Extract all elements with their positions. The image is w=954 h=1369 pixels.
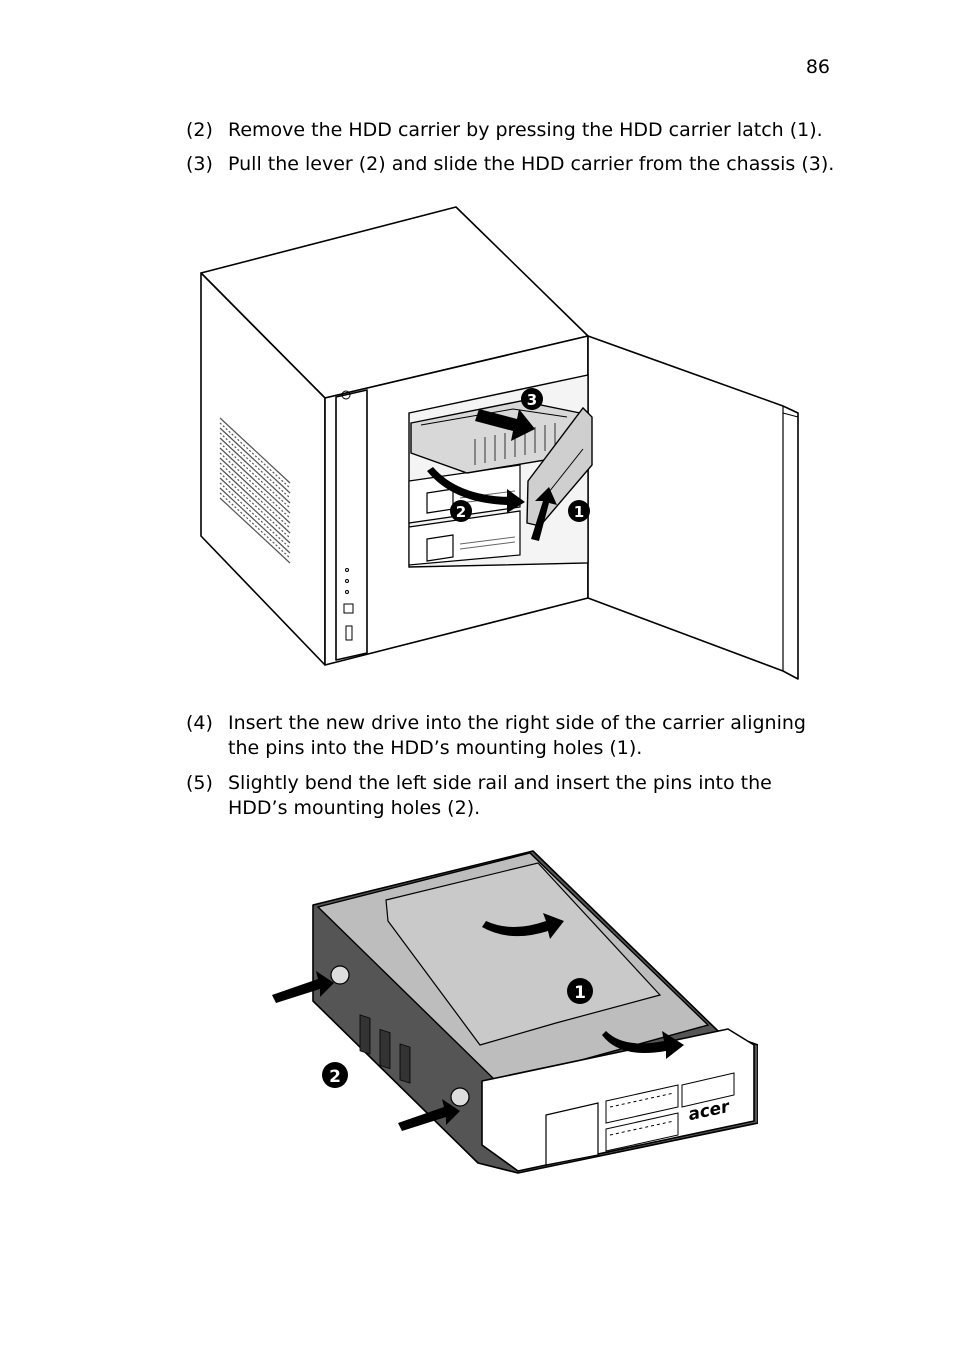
callout-1: 1: [567, 978, 593, 1004]
callout-2-label: 2: [456, 503, 466, 521]
step-4: (4) Insert the new drive into the right …: [186, 711, 836, 761]
callout-2: 2: [450, 500, 472, 522]
callout-1-label: 1: [574, 983, 586, 1003]
step-number: (5): [186, 772, 213, 794]
chassis-illustration: 3 2 1: [195, 203, 810, 683]
callout-1-label: 1: [574, 503, 584, 521]
callout-3-label: 3: [527, 391, 537, 409]
hdd-carrier-illustration: acer 1 2: [268, 845, 759, 1175]
callout-3: 3: [521, 388, 543, 410]
step-text: Insert the new drive into the right side…: [228, 712, 806, 759]
step-number: (3): [186, 153, 213, 175]
step-text: Pull the lever (2) and slide the HDD car…: [228, 153, 835, 175]
step-number: (2): [186, 119, 213, 141]
step-text: Remove the HDD carrier by pressing the H…: [228, 119, 823, 141]
step-5: (5) Slightly bend the left side rail and…: [186, 771, 836, 821]
callout-1: 1: [568, 500, 590, 522]
callout-2: 2: [322, 1062, 348, 1088]
step-number: (4): [186, 712, 213, 734]
step-3: (3) Pull the lever (2) and slide the HDD…: [186, 152, 836, 177]
callout-2-label: 2: [329, 1067, 341, 1087]
page-number: 86: [805, 56, 830, 78]
step-text: Slightly bend the left side rail and ins…: [228, 772, 772, 819]
step-2: (2) Remove the HDD carrier by pressing t…: [186, 118, 836, 143]
